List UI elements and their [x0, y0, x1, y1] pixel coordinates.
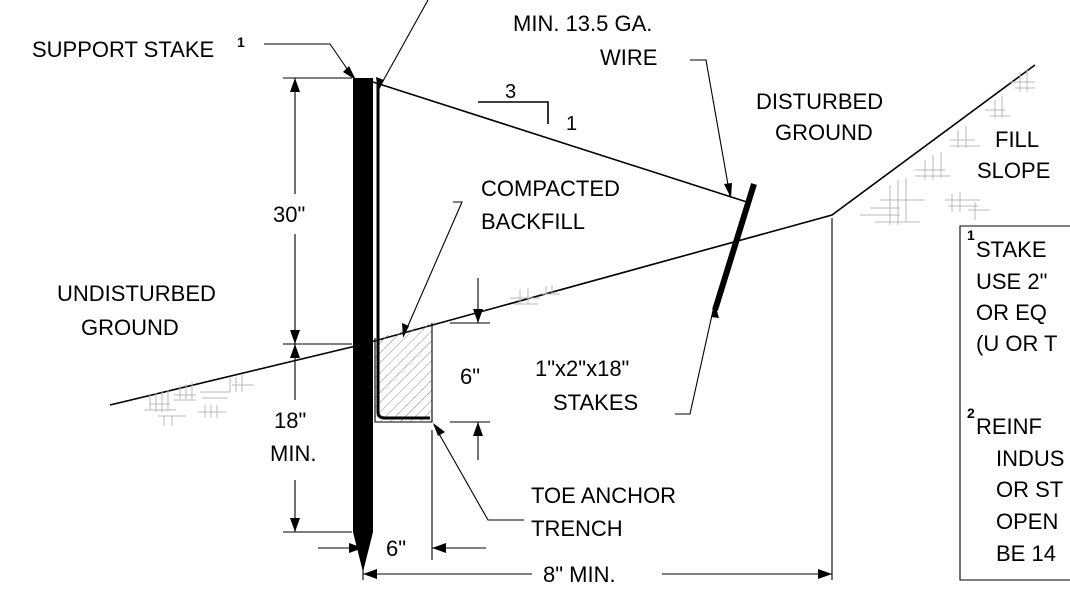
slope-ratio-rise: 1 [566, 113, 577, 135]
fill-slope-texture [860, 70, 1035, 225]
note1-line3: OR EQ [976, 300, 1047, 325]
note2-line4: OPEN [996, 509, 1058, 534]
slope-ratio-run: 3 [505, 81, 516, 103]
notes-box: 1 STAKE USE 2" OR EQ (U OR T 2 REINF IND… [959, 225, 1070, 581]
stakes-label-line2: STAKES [553, 390, 638, 415]
dimension-arrowheads [290, 78, 832, 579]
small-stake [712, 183, 757, 311]
note2-line1: REINF [976, 414, 1042, 439]
slope-ratio-indicator [478, 101, 549, 124]
compacted-backfill-hatch [375, 323, 432, 422]
dimension-trench-width: 6" [386, 536, 406, 561]
undisturbed-ground-line [109, 344, 361, 406]
undisturbed-ground-texture [144, 375, 254, 426]
note2-superscript: 2 [967, 405, 975, 421]
disturbed-ground-line [359, 64, 1036, 346]
undisturbed-label-line2: GROUND [81, 315, 179, 340]
dimension-18-inch-min: MIN. [270, 441, 316, 466]
note2-line3: OR ST [996, 477, 1063, 502]
note1-superscript: 1 [967, 227, 975, 243]
fill-label-line2: SLOPE [977, 158, 1050, 183]
undisturbed-label-line1: UNDISTURBED [57, 281, 216, 306]
compacted-label-line1: COMPACTED [481, 176, 620, 201]
note1-line4: (U OR T [976, 331, 1057, 356]
wire-label-line1: MIN. 13.5 GA. [513, 11, 652, 36]
note2-line5: BE 14 [996, 541, 1056, 566]
dimension-trench-depth: 6" [460, 364, 480, 389]
disturbed-label-line2: GROUND [775, 120, 873, 145]
note1-line1: STAKE [976, 237, 1047, 262]
wire-line [372, 81, 751, 204]
support-stake [353, 78, 373, 572]
leader-lines [264, 0, 732, 521]
disturbed-ground-texture [510, 285, 560, 305]
stakes-label-line1: 1"x2"x18" [535, 356, 629, 381]
dimension-8-inch-min: 8" MIN. [543, 562, 616, 587]
support-stake-superscript: 1 [237, 34, 245, 50]
dimension-30-inch: 30" [273, 202, 305, 227]
wire-label-line2: WIRE [600, 45, 657, 70]
support-stake-label: SUPPORT STAKE [32, 37, 214, 62]
dimension-lines [283, 77, 833, 580]
dimension-18-inch: 18" [274, 408, 306, 433]
toe-anchor-label-line1: TOE ANCHOR [531, 483, 676, 508]
note2-line2: INDUS [996, 446, 1064, 471]
compacted-label-line2: BACKFILL [481, 209, 585, 234]
trench-outline [374, 323, 433, 423]
disturbed-label-line1: DISTURBED [756, 89, 883, 114]
fill-label-line1: FILL [995, 127, 1039, 152]
filter-fabric [376, 84, 430, 420]
toe-anchor-label-line2: TRENCH [531, 516, 623, 541]
note1-line2: USE 2" [976, 269, 1047, 294]
